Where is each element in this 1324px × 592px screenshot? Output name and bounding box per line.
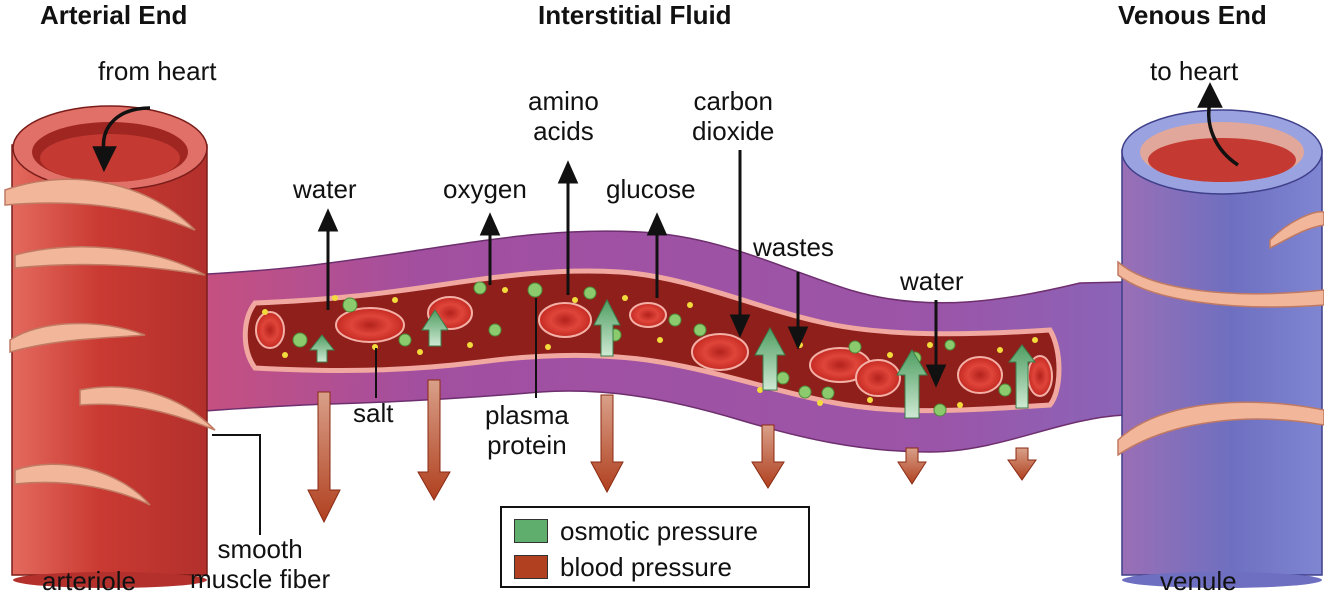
smooth-muscle-line-2: muscle fiber bbox=[190, 564, 331, 592]
legend: osmotic pressure blood pressure bbox=[500, 506, 810, 588]
smooth-muscle-fibers bbox=[4, 178, 216, 506]
blood-pressure-label: blood pressure bbox=[560, 551, 732, 582]
from-heart-label: from heart bbox=[98, 56, 217, 86]
to-heart-label: to heart bbox=[1150, 56, 1239, 86]
oxygen-label: oxygen bbox=[443, 174, 527, 204]
venule-muscle-fibers bbox=[1117, 211, 1324, 457]
amino-acids-line-2: acids bbox=[533, 116, 594, 146]
venule-label: venule bbox=[1160, 566, 1237, 592]
plasma-protein-line-1: plasma bbox=[485, 400, 569, 430]
plasma-protein-line-2: protein bbox=[487, 430, 567, 460]
carbon-dioxide-line-1: carbon bbox=[693, 86, 773, 116]
leader-lines bbox=[212, 298, 537, 535]
label-arrows bbox=[317, 150, 947, 388]
osmotic-pressure-arrows bbox=[308, 298, 1037, 419]
arteriole-label: arteriole bbox=[42, 566, 136, 592]
amino-acids-line-1: amino bbox=[528, 86, 599, 116]
legend-item-osmotic: osmotic pressure bbox=[514, 516, 758, 546]
smooth-muscle-fiber-label: smooth muscle fiber bbox=[190, 534, 330, 592]
glucose-label: glucose bbox=[606, 174, 696, 204]
water-label-2: water bbox=[900, 266, 964, 296]
osmotic-pressure-label: osmotic pressure bbox=[560, 515, 758, 546]
heart-flow-arrows bbox=[92, 82, 1239, 173]
wastes-label: wastes bbox=[753, 232, 834, 262]
carbon-dioxide-line-2: dioxide bbox=[692, 116, 775, 146]
arterial-end-title: Arterial End bbox=[40, 0, 188, 30]
osmotic-swatch bbox=[514, 519, 548, 543]
plasma-protein-label: plasma protein bbox=[485, 400, 569, 460]
salt-label: salt bbox=[353, 398, 394, 428]
blood-pressure-arrows bbox=[307, 379, 1037, 524]
amino-acids-label: amino acids bbox=[528, 86, 599, 146]
arteriole-vessel bbox=[11, 105, 208, 588]
legend-item-blood: blood pressure bbox=[514, 552, 732, 582]
interstitial-fluid-title: Interstitial Fluid bbox=[538, 0, 732, 30]
venous-end-title: Venous End bbox=[1118, 0, 1267, 30]
smooth-muscle-line-1: smooth bbox=[217, 534, 303, 564]
water-label-1: water bbox=[293, 174, 357, 204]
venule-vessel bbox=[1121, 109, 1323, 588]
red-blood-cells bbox=[255, 296, 1053, 397]
carbon-dioxide-label: carbon dioxide bbox=[692, 86, 774, 146]
blood-swatch bbox=[514, 555, 548, 579]
